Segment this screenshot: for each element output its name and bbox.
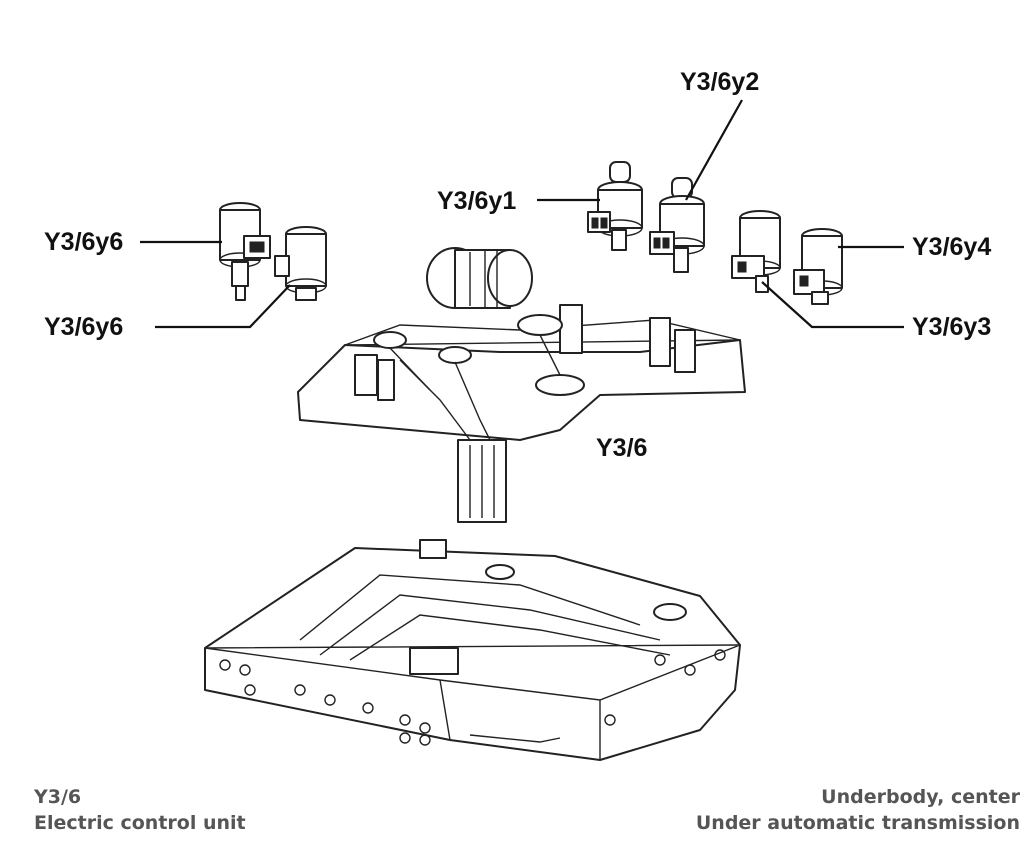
- caption-location-detail: Under automatic transmission: [695, 811, 1020, 834]
- caption-location: Underbody, center: [821, 786, 1020, 808]
- leader-lines: [140, 99, 904, 329]
- exploded-diagram: [140, 99, 904, 761]
- solenoid-y3: [731, 210, 781, 293]
- label-y1: Y3/6y1: [437, 187, 517, 215]
- label-y2: Y3/6y2: [680, 68, 760, 96]
- leader-y3: [761, 281, 904, 329]
- leader-y2: [685, 99, 743, 201]
- leader-y6-bottom: [155, 284, 291, 329]
- caption-right: Underbody, center Under automatic transm…: [696, 785, 1020, 836]
- caption-component-id: Y3/6: [34, 786, 82, 808]
- valve-body: [204, 539, 741, 761]
- solenoid-y6-right: [274, 226, 327, 301]
- label-unit: Y3/6: [596, 434, 648, 462]
- caption-left: Y3/6 Electric control unit: [34, 785, 246, 836]
- solenoid-y4: [793, 228, 843, 305]
- solenoid-y6-left: [219, 202, 271, 301]
- solenoid-y2: [649, 177, 705, 273]
- solenoid-y1: [587, 161, 643, 251]
- label-y3: Y3/6y3: [912, 313, 992, 341]
- label-y6-bottom: Y3/6y6: [44, 313, 124, 341]
- label-y6-top: Y3/6y6: [44, 228, 124, 256]
- label-y4: Y3/6y4: [912, 233, 992, 261]
- caption-component-name: Electric control unit: [34, 811, 246, 834]
- electric-control-unit: [297, 247, 746, 523]
